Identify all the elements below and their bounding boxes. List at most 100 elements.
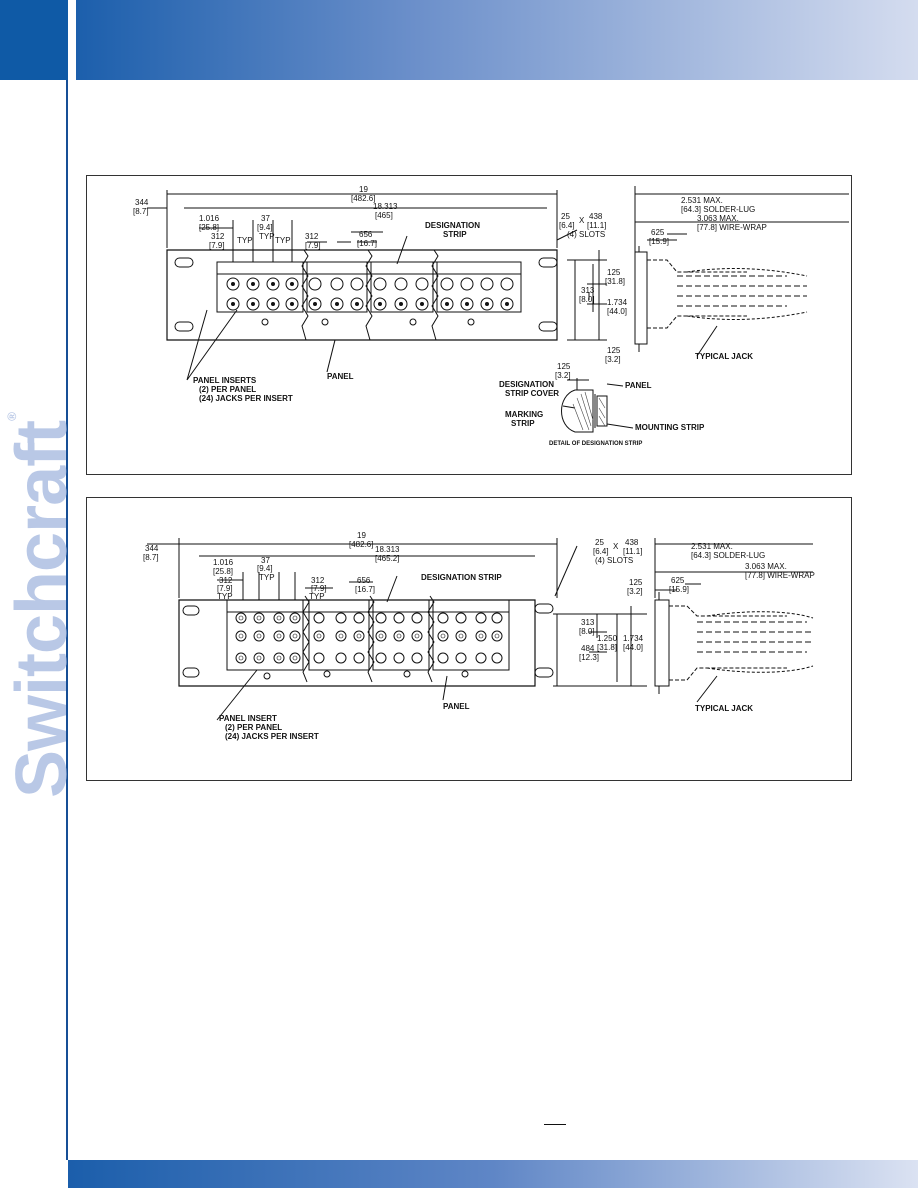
dim-slot-width-metric: [6.4]: [559, 221, 575, 230]
dim-312b-metric: [7.9]: [311, 584, 327, 593]
dim-slot-length: 438: [589, 212, 603, 221]
dim-3063: 3.063 MAX.: [745, 562, 787, 571]
dim-37: 37: [261, 214, 270, 223]
detail-label-mounting: MOUNTING STRIP: [635, 423, 705, 432]
brand-mark: ®: [5, 413, 19, 421]
dim-slot-length: 438: [625, 538, 639, 547]
dim-2531-metric: [64.3] SOLDER-LUG: [681, 205, 756, 214]
dim-37-metric: [9.4]: [257, 564, 273, 573]
dim-18313: 18.313: [375, 545, 400, 554]
dim-344-metric: [8.7]: [133, 207, 149, 216]
dim-312a-metric: [7.9]: [217, 584, 233, 593]
dim-625: 625: [651, 228, 665, 237]
panel-drawing-1: [147, 186, 849, 433]
label-insert-3: (24) JACKS PER INSERT: [225, 732, 319, 741]
panel-drawing-2: [147, 538, 814, 721]
detail-label-marking-1: MARKING: [505, 410, 544, 419]
dim-1250: 1.250: [597, 634, 618, 643]
dim-1734: 1.734: [623, 634, 644, 643]
dim-625: 625: [671, 576, 685, 585]
detail-label-marking-2: STRIP: [511, 419, 535, 428]
dim-313-metric: [8.0]: [579, 295, 595, 304]
dim-18313: 18.313: [373, 202, 398, 211]
dim-625-metric: [15.9]: [669, 585, 690, 594]
dim-37-metric: [9.4]: [257, 223, 273, 232]
dim-2531: 2.531 MAX.: [691, 542, 733, 551]
dim-484-metric: [12.3]: [579, 653, 600, 662]
dim-1250-metric: [31.8]: [597, 643, 618, 652]
dim-344: 344: [145, 544, 159, 553]
dim-125b: 125: [607, 346, 621, 355]
dim-slot-x: X: [613, 542, 619, 551]
dim-slot-length-metric: [11.1]: [587, 221, 607, 230]
dim-313: 313: [581, 618, 595, 627]
dim-slot-length-metric: [11.1]: [623, 547, 643, 556]
dim-312b: 312: [305, 232, 319, 241]
dim-37: 37: [261, 556, 270, 565]
detail-dim-125: 125: [557, 362, 571, 371]
dim-625-metric: [15.9]: [649, 237, 670, 246]
dim-125-metric: [31.8]: [605, 277, 626, 286]
dim-344-metric: [8.7]: [143, 553, 159, 562]
brand-logo: Switchcraft®: [2, 413, 82, 798]
dim-slot-width-metric: [6.4]: [593, 547, 609, 556]
dim-1734-metric: [44.0]: [623, 643, 644, 652]
label-insert-1: PANEL INSERT: [219, 714, 277, 723]
dim-125-metric: [3.2]: [627, 587, 643, 596]
dim-3063-metric: [77.8] WIRE-WRAP: [745, 571, 815, 580]
label-typical-jack: TYPICAL JACK: [695, 704, 754, 713]
dim-3063: 3.063 MAX.: [697, 214, 739, 223]
brand-name: Switchcraft: [2, 420, 82, 798]
header-gradient-bar: [76, 0, 918, 80]
detail-label-cover-2: STRIP COVER: [505, 389, 560, 398]
dim-2531-metric: [64.3] SOLDER-LUG: [691, 551, 766, 560]
dim-slot-width: 25: [561, 212, 570, 221]
dim-19-metric: [482.6]: [351, 194, 376, 203]
dim-19-metric: [482.6]: [349, 540, 374, 549]
dim-312a: 312: [219, 576, 233, 585]
dim-125: 125: [607, 268, 621, 277]
left-margin-rule: [66, 80, 68, 1160]
label-inserts-1: PANEL INSERTS: [193, 376, 257, 385]
dim-312a-typ: TYP: [217, 592, 233, 601]
dim-312b-typ: TYP: [309, 592, 325, 601]
label-inserts-2: (2) PER PANEL: [199, 385, 257, 394]
label-panel: PANEL: [443, 702, 470, 711]
dim-2531: 2.531 MAX.: [681, 196, 723, 205]
dim-656: 656: [359, 230, 373, 239]
detail-caption: DETAIL OF DESIGNATION STRIP: [549, 441, 643, 447]
header-corner-block: [0, 0, 68, 80]
dim-slot-width: 25: [595, 538, 604, 547]
label-strip: STRIP: [443, 230, 467, 239]
dim-typ-right: TYP: [275, 236, 291, 245]
drawing-frame-1: 344 [8.7] 19 [482.6] 18.313 [465] 1.016 …: [86, 175, 852, 475]
dim-656: 656: [357, 576, 371, 585]
dim-312b: 312: [311, 576, 325, 585]
dim-18313-metric: [465.2]: [375, 554, 400, 563]
label-designation-strip: DESIGNATION STRIP: [421, 573, 502, 582]
dim-1016: 1.016: [199, 214, 220, 223]
dim-312a: 312: [211, 232, 225, 241]
drawing-frame-2: 344 [8.7] 19 [482.6] 18.313 [465.2] 1.01…: [86, 497, 852, 781]
dim-1016-metric: [25.8]: [199, 223, 220, 232]
dim-656-metric: [16.7]: [355, 585, 376, 594]
detail-dim-125-metric: [3.2]: [555, 371, 571, 380]
dim-312b-metric: [7.9]: [305, 241, 321, 250]
dim-125: 125: [629, 578, 643, 587]
label-designation: DESIGNATION: [425, 221, 480, 230]
detail-label-panel: PANEL: [625, 381, 652, 390]
dim-1016: 1.016: [213, 558, 234, 567]
dim-slot-x: X: [579, 216, 585, 225]
dim-484: 484: [581, 644, 595, 653]
dim-slots-count: (4) SLOTS: [567, 230, 606, 239]
page-number-rule: [544, 1124, 566, 1125]
dim-19: 19: [359, 185, 368, 194]
dim-slots-count: (4) SLOTS: [595, 556, 634, 565]
dim-1734: 1.734: [607, 298, 628, 307]
label-insert-2: (2) PER PANEL: [225, 723, 283, 732]
dim-312a-metric: [7.9]: [209, 241, 225, 250]
dim-37-typ: TYP: [259, 573, 275, 582]
label-panel: PANEL: [327, 372, 354, 381]
dim-313-metric: [8.0]: [579, 627, 595, 636]
dim-18313-metric: [465]: [375, 211, 393, 220]
